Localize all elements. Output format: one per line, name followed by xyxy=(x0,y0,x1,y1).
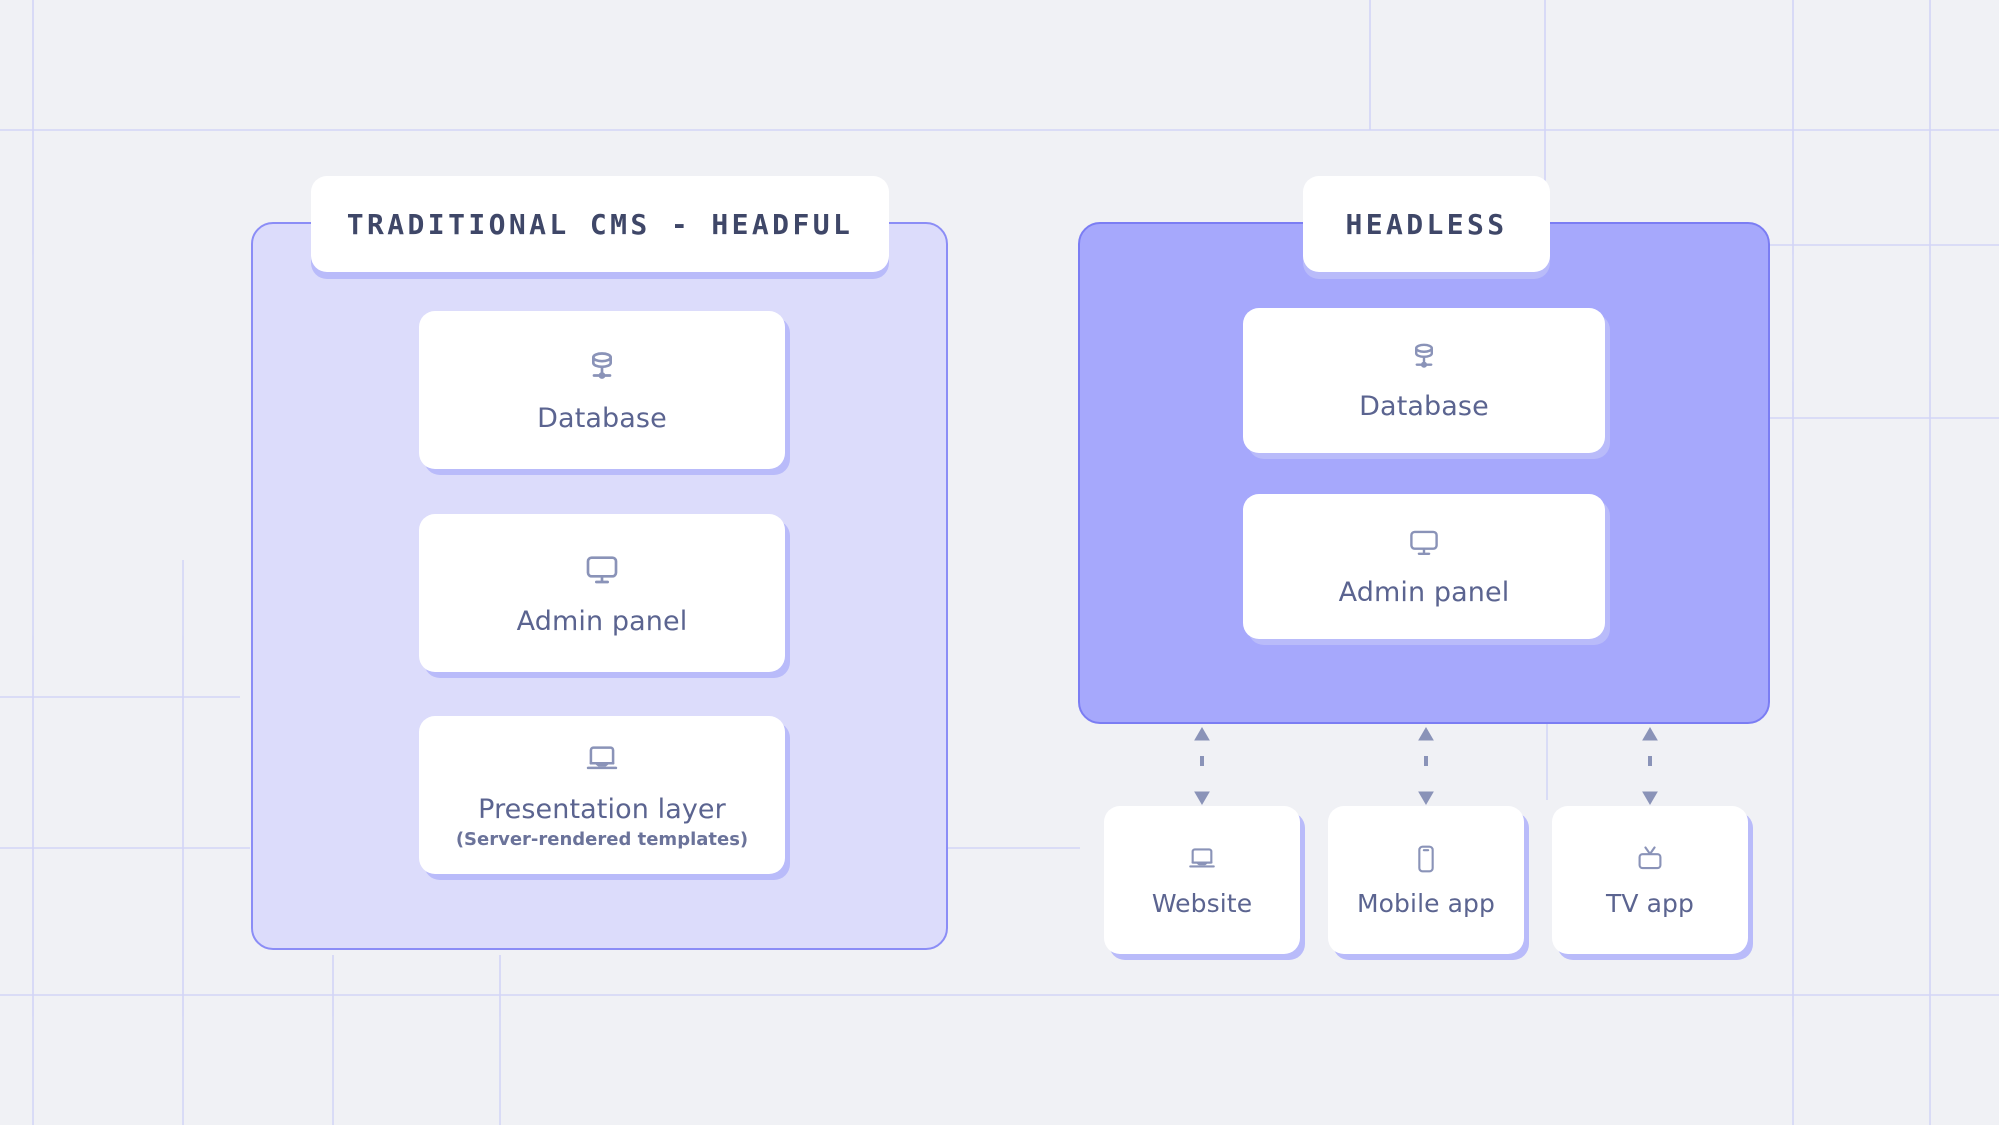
card-database-headful[interactable]: Database xyxy=(419,311,785,469)
laptop-icon xyxy=(1186,843,1218,875)
card-sublabel: (Server-rendered templates) xyxy=(455,829,749,850)
card-mobile-app[interactable]: Mobile app xyxy=(1328,806,1524,954)
panel-title-headful: TRADITIONAL CMS - HEADFUL xyxy=(346,207,854,241)
database-icon xyxy=(1406,339,1442,375)
panel-title-badge-headful: TRADITIONAL CMS - HEADFUL xyxy=(311,176,889,272)
monitor-icon xyxy=(1406,525,1442,561)
card-label: Database xyxy=(537,402,667,434)
laptop-icon xyxy=(583,740,621,778)
card-label: Mobile app xyxy=(1356,888,1495,918)
connector-arrow-mobile-app xyxy=(1418,727,1434,805)
card-label: Database xyxy=(1359,391,1489,422)
connector-arrow-tv-app xyxy=(1642,727,1658,805)
card-label: Admin panel xyxy=(1338,577,1510,608)
tv-icon xyxy=(1634,843,1666,875)
card-label: TV app xyxy=(1606,888,1694,918)
phone-icon xyxy=(1410,843,1442,875)
panel-headless xyxy=(1078,222,1770,724)
panel-title-headless: HEADLESS xyxy=(1345,207,1508,241)
card-label: Presentation layer xyxy=(478,794,726,825)
card-label: Admin panel xyxy=(516,605,688,637)
monitor-icon xyxy=(582,550,622,590)
card-admin-panel-headful[interactable]: Admin panel xyxy=(419,514,785,672)
card-admin-panel-headless[interactable]: Admin panel xyxy=(1243,494,1605,639)
card-label: Website xyxy=(1151,888,1253,918)
connector-arrow-website xyxy=(1194,727,1210,805)
panel-title-badge-headless: HEADLESS xyxy=(1303,176,1550,272)
database-icon xyxy=(582,347,622,387)
card-presentation-layer[interactable]: Presentation layer (Server-rendered temp… xyxy=(419,716,785,874)
card-tv-app[interactable]: TV app xyxy=(1552,806,1748,954)
card-database-headless[interactable]: Database xyxy=(1243,308,1605,453)
card-website[interactable]: Website xyxy=(1104,806,1300,954)
